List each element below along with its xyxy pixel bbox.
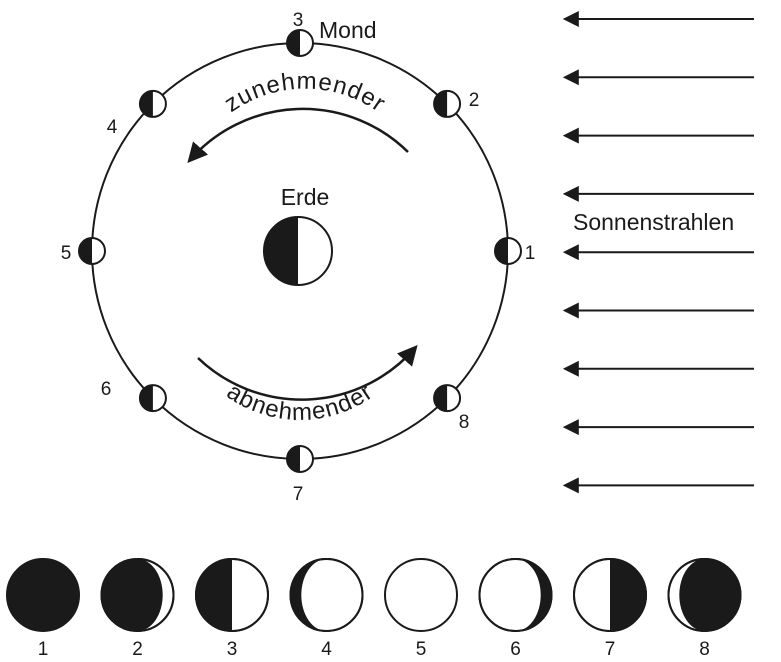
orbit-position-number: 5 — [61, 243, 72, 264]
phase-view-number: 4 — [321, 639, 332, 660]
phase-view — [289, 558, 364, 632]
orbit-moon — [433, 384, 462, 413]
waning-label: abnehmender — [222, 378, 378, 426]
orbit-moon — [138, 89, 167, 118]
phase-view-number: 8 — [699, 639, 710, 660]
waxing-direction-arrow — [187, 107, 409, 164]
orbit-moon — [78, 237, 106, 265]
earth — [263, 216, 333, 286]
phase-view — [195, 558, 269, 632]
orbit-position-number: 3 — [293, 10, 304, 31]
phase-view-number: 1 — [38, 639, 49, 660]
sun-rays-label: Sonnenstrahlen — [573, 209, 734, 235]
orbit-position-number: 6 — [101, 379, 112, 400]
phase-view — [667, 558, 742, 632]
phase-view — [6, 558, 80, 632]
orbit-moon — [433, 89, 462, 118]
phase-view-number: 7 — [605, 639, 616, 660]
phase-view — [573, 558, 647, 632]
sun-rays — [562, 11, 754, 494]
orbit-moon — [286, 29, 314, 57]
orbit-position-number: 7 — [293, 484, 304, 505]
orbit-position-number: 2 — [469, 90, 480, 111]
orbit-moon — [138, 384, 167, 413]
orbit-moon — [286, 445, 314, 473]
phase-view — [100, 558, 175, 632]
phase-view-number: 6 — [510, 639, 521, 660]
orbit-moon — [494, 237, 522, 265]
phase-view-number: 5 — [416, 639, 427, 660]
earth-label: Erde — [281, 184, 330, 210]
orbit-position-number: 8 — [459, 412, 470, 433]
phase-view — [384, 558, 458, 632]
orbit-moons: 1 2 3 4 5 6 7 8 — [61, 10, 536, 505]
phase-view-number: 3 — [227, 639, 238, 660]
sun-label-backdrop — [568, 206, 781, 238]
waning-direction-arrow — [197, 344, 418, 401]
moon-label: Mond — [319, 17, 377, 43]
phase-views-row: 1 2 3 4 5 6 7 8 — [6, 558, 742, 660]
orbit-position-number: 4 — [107, 117, 118, 138]
phase-view-number: 2 — [132, 639, 143, 660]
phase-view — [478, 558, 553, 632]
orbit-position-number: 1 — [525, 243, 536, 264]
